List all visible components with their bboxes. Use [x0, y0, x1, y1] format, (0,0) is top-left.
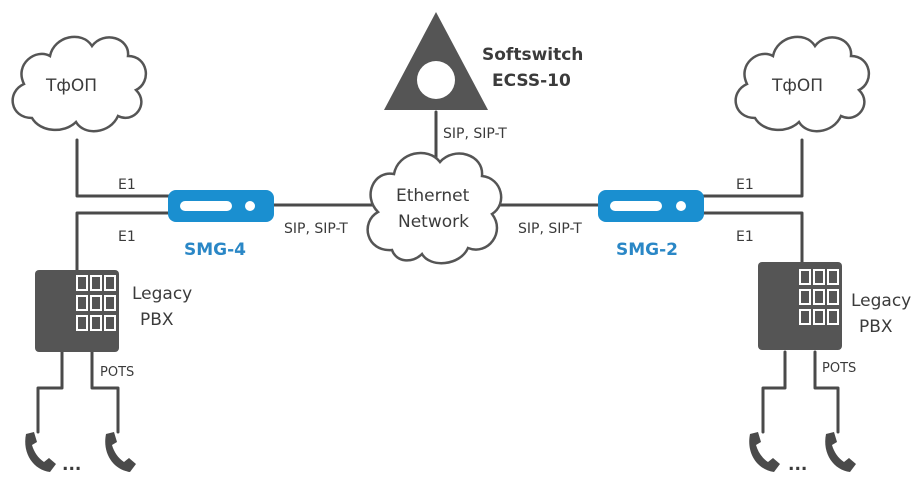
smg4-label: SMG-4 — [184, 240, 246, 260]
softswitch-link-label: SIP, SIP-T — [443, 126, 507, 142]
pbx-right-label-line2: PBX — [859, 317, 893, 337]
pbx-right-label-line1: Legacy — [851, 291, 911, 311]
pots-line-right-1 — [761, 350, 787, 434]
phones-left-ellipsis: ... — [62, 455, 81, 475]
smg2-gateway — [598, 190, 704, 222]
pstn-right-label: ТфОП — [771, 76, 823, 96]
link-left-pbx-e1 — [75, 211, 172, 272]
pbx-left-label-line1: Legacy — [132, 284, 192, 304]
pots-line-left-1 — [36, 350, 64, 434]
left-sip-label: SIP, SIP-T — [284, 221, 348, 237]
phone-left-1-icon — [25, 432, 56, 472]
smg2-label: SMG-2 — [616, 240, 678, 260]
phone-right-1-icon — [749, 432, 780, 472]
network-label-line2: Network — [398, 212, 469, 232]
pots-line-right-2 — [813, 350, 840, 434]
pbx-left-label-line2: PBX — [140, 310, 174, 330]
left-e1-bottom-label: E1 — [118, 229, 136, 245]
left-e1-top-label: E1 — [118, 177, 136, 193]
pots-right-label: POTS — [822, 361, 856, 376]
softswitch-center-icon — [417, 61, 455, 99]
pbx-right-icon — [758, 262, 842, 350]
phone-right-2-icon — [825, 432, 856, 472]
network-label-line1: Ethernet — [396, 186, 470, 206]
pbx-left-icon — [35, 270, 119, 352]
link-right-pbx-e1 — [701, 211, 804, 264]
right-sip-label: SIP, SIP-T — [518, 221, 582, 237]
pots-left-label: POTS — [100, 365, 134, 380]
ethernet-network-cloud — [366, 151, 503, 265]
pots-line-left-2 — [90, 350, 120, 434]
right-e1-top-label: E1 — [736, 177, 754, 193]
link-right-pstn-e1 — [701, 138, 804, 198]
phones-right-ellipsis: ... — [788, 455, 807, 475]
softswitch-name-label: Softswitch — [482, 45, 583, 65]
softswitch-model-label: ECSS-10 — [492, 71, 571, 91]
right-e1-bottom-label: E1 — [736, 229, 754, 245]
smg4-gateway — [168, 190, 274, 222]
phone-left-2-icon — [105, 432, 136, 472]
pstn-right-cloud — [734, 35, 871, 133]
link-left-pstn-e1 — [75, 138, 172, 198]
pstn-left-label: ТфОП — [45, 76, 97, 96]
pstn-left-cloud — [11, 35, 148, 133]
